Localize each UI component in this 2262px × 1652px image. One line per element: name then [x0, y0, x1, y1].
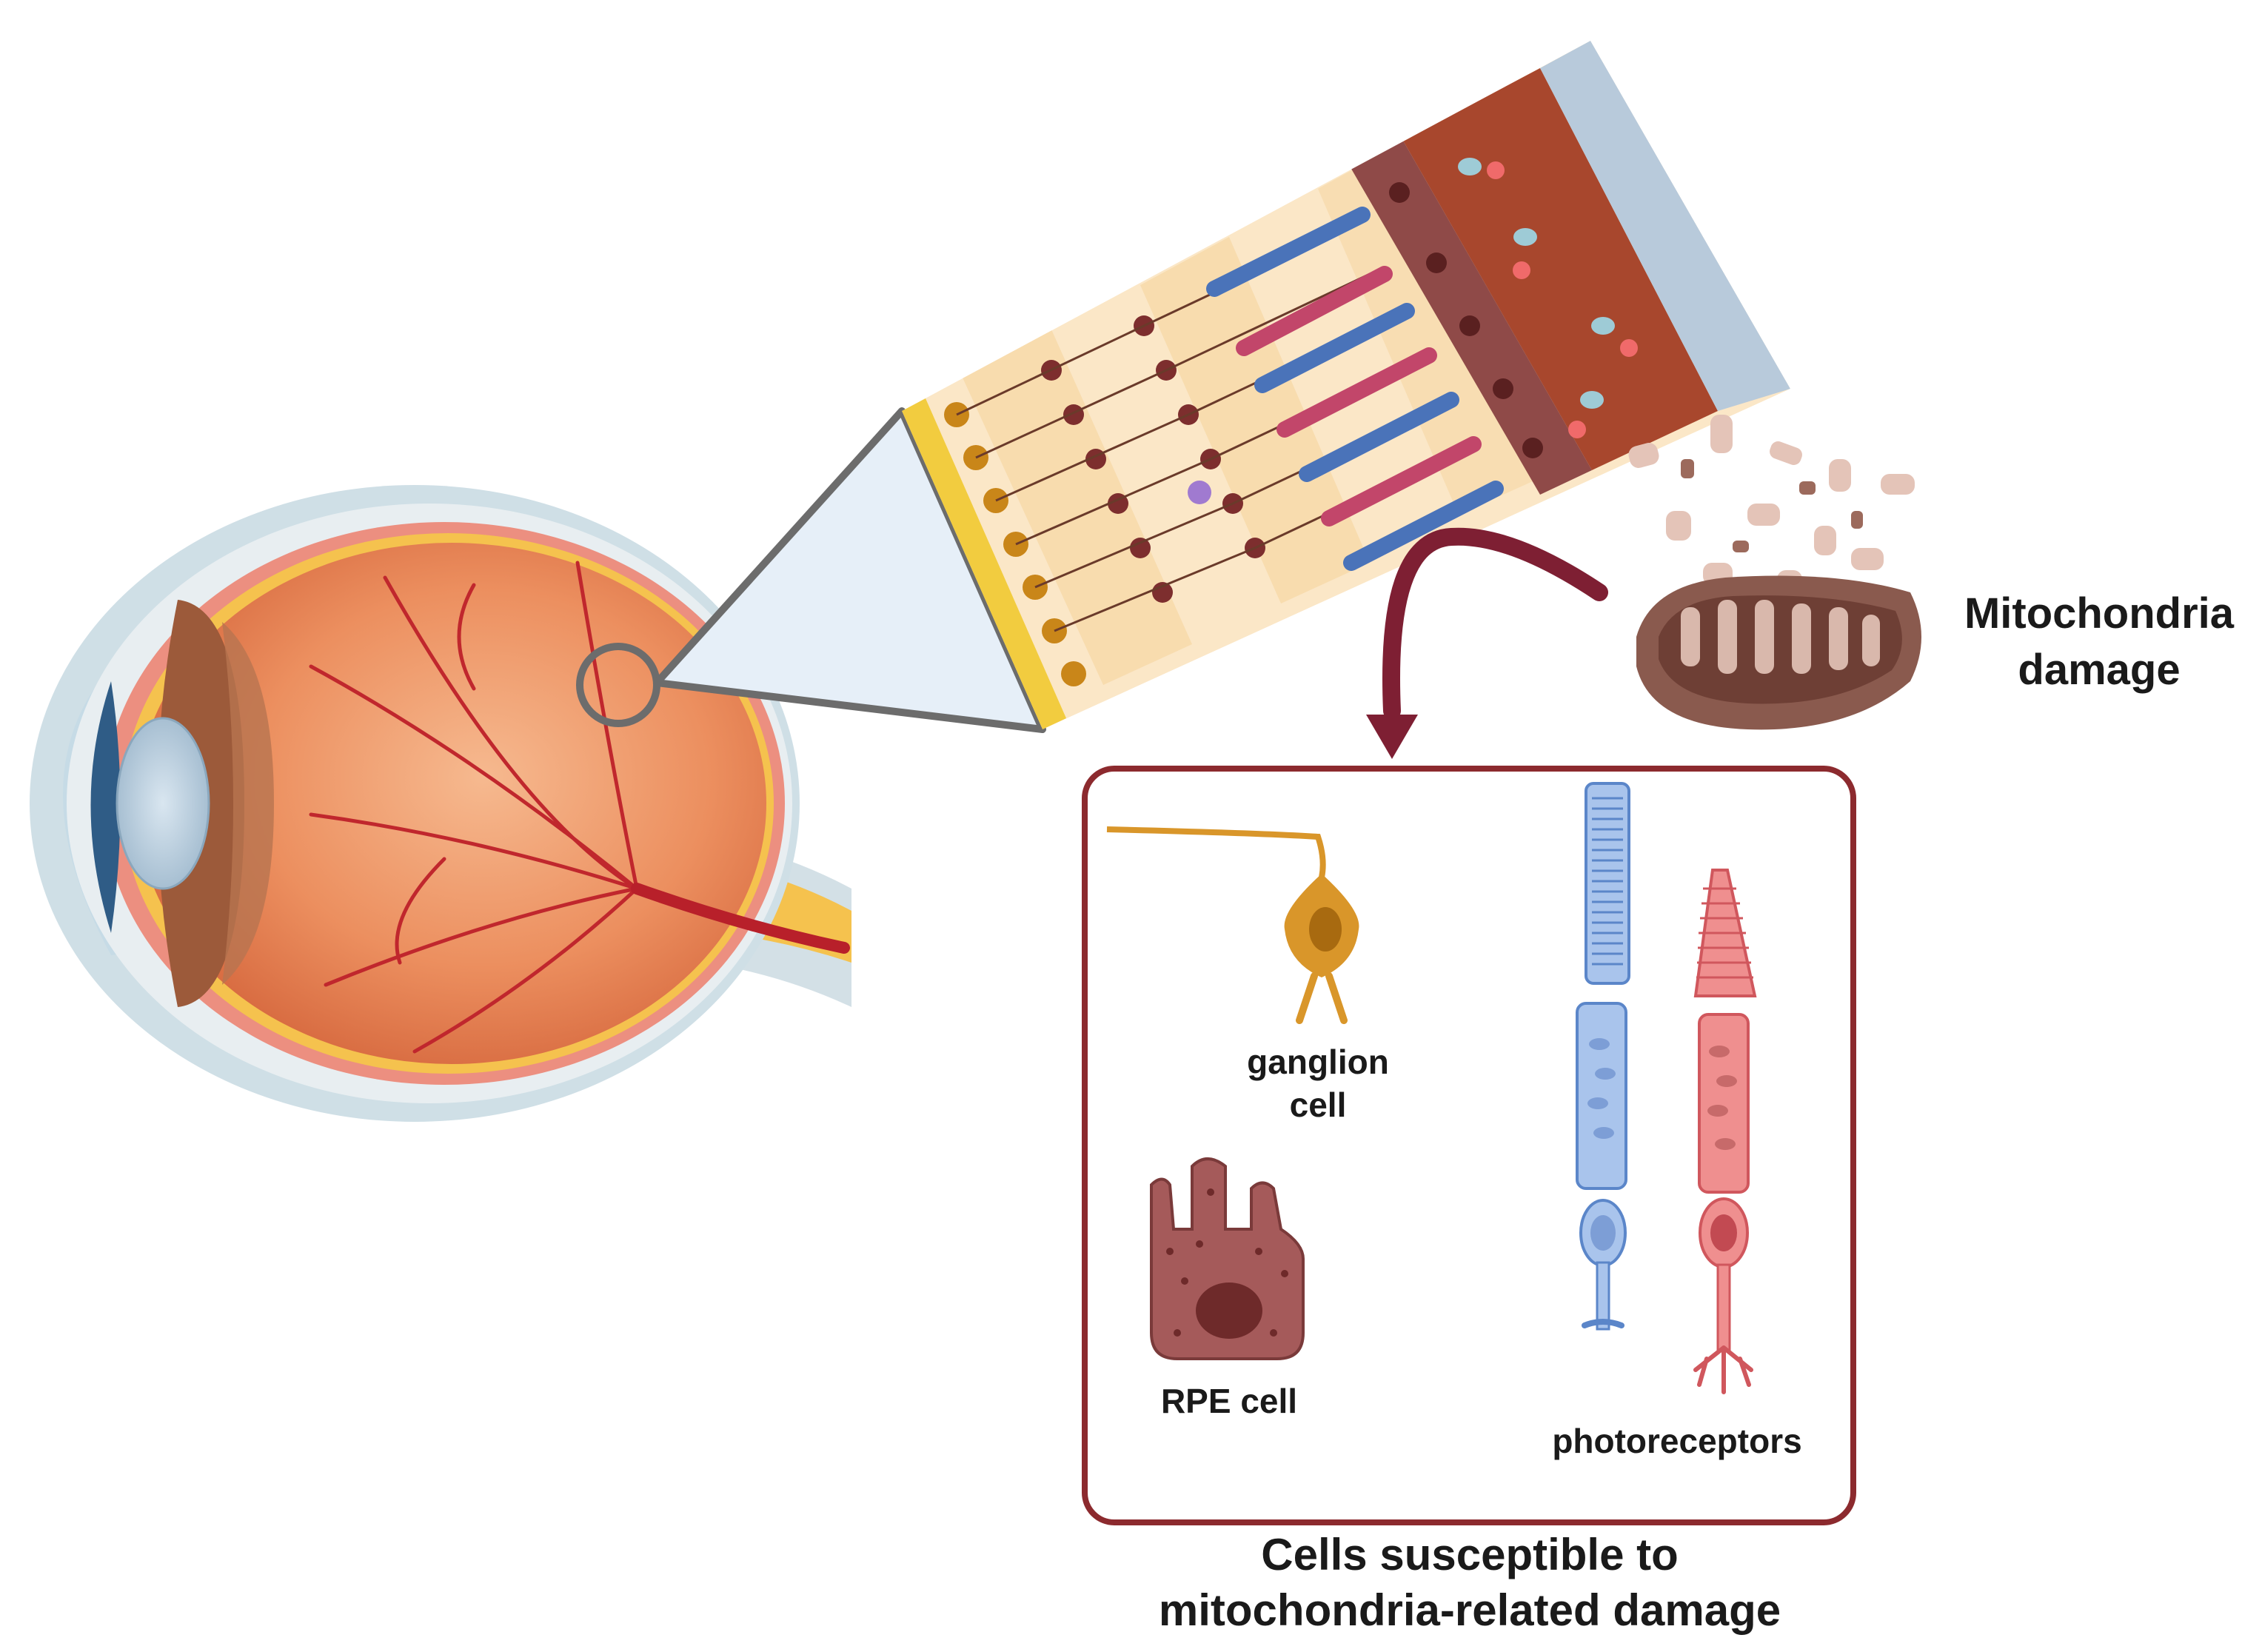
- ganglion-label: ganglion: [1247, 1043, 1389, 1081]
- damage-arrow: [1382, 527, 1608, 720]
- caption-line-2: mitochondria-related damage: [1159, 1585, 1781, 1635]
- mito-label: Mitochondria: [1964, 589, 2235, 638]
- ganglion-label-2: cell: [1290, 1086, 1347, 1124]
- mito-label-2: damage: [2018, 646, 2180, 694]
- ganglion-cell-icon: [1106, 826, 1359, 1024]
- arrowhead-icon: [1366, 715, 1418, 759]
- cone-photoreceptor-icon: [1693, 869, 1757, 1394]
- rod-photoreceptor-icon: [1576, 782, 1630, 1331]
- photoreceptors-label: photoreceptors: [1552, 1422, 1801, 1460]
- rpe-label: RPE cell: [1161, 1382, 1297, 1420]
- damaged-mitochondrion-icon: [1628, 415, 1921, 730]
- retina-layers-icon: [902, 41, 1790, 729]
- rpe-cell-icon: [1150, 1157, 1305, 1360]
- caption-line-1: Cells susceptible to: [1261, 1530, 1679, 1579]
- eye-cross-section-icon: [30, 485, 851, 1122]
